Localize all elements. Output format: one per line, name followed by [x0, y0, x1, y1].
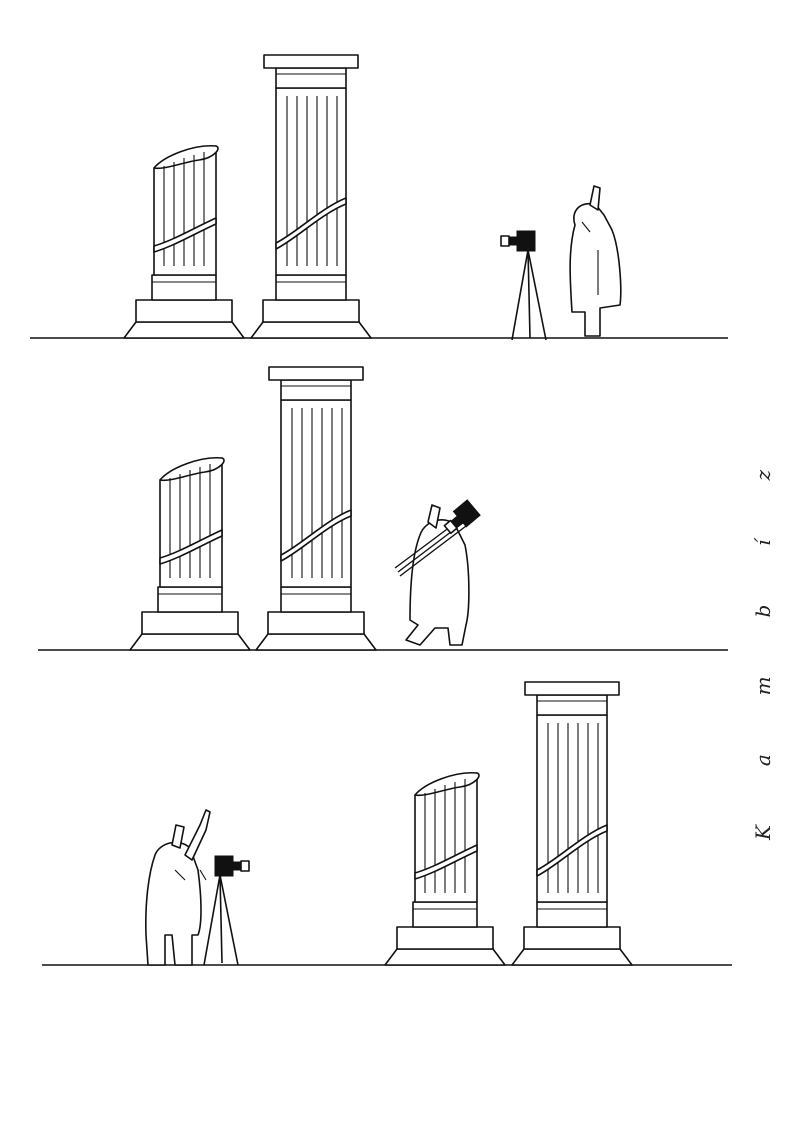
broken-column [384, 771, 506, 966]
photographer [569, 185, 622, 337]
photographer-walking [394, 504, 475, 646]
camera-icon [214, 855, 250, 877]
artist-signature: K a m b í z [751, 470, 775, 841]
tripod [203, 874, 239, 966]
broken-column [123, 144, 245, 339]
panel-3 [42, 681, 732, 966]
intact-column [250, 54, 372, 339]
svg-text:K a m b í z: K a m b í z [751, 470, 775, 841]
intact-column [255, 366, 377, 651]
camera-icon [500, 230, 536, 252]
panel-2 [38, 366, 728, 651]
intact-column [511, 681, 633, 966]
photographer-pointing [145, 809, 211, 966]
broken-column [129, 456, 251, 651]
panel-1 [30, 54, 728, 341]
tripod [511, 249, 547, 341]
